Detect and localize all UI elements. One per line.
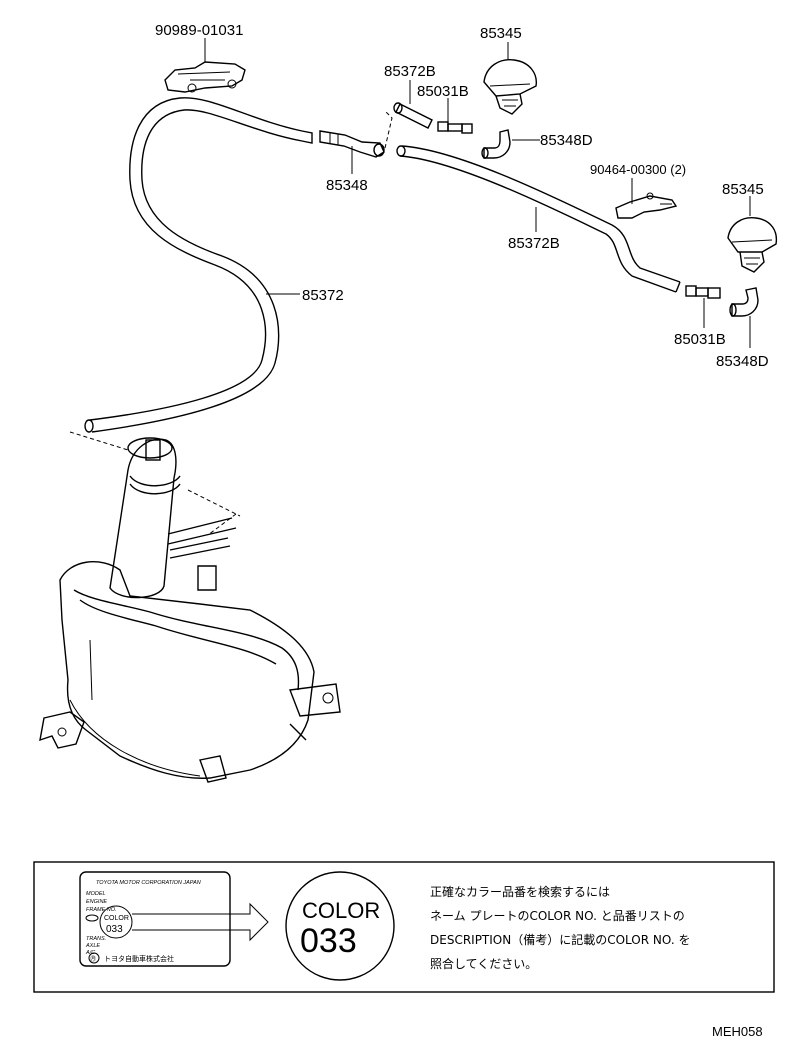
joint-bottom xyxy=(685,285,721,328)
note-line-2: ネーム プレートのCOLOR NO. と品番リストの xyxy=(430,909,685,923)
label-clamp-top: 90989-01031 xyxy=(155,22,243,39)
long-hose xyxy=(396,145,681,293)
elbow-top xyxy=(481,129,511,159)
elbow-bottom xyxy=(729,287,759,348)
plate-logo: ㊊ xyxy=(90,955,96,963)
plate-footer: トヨタ自動車株式会社 xyxy=(104,954,174,963)
color-circle: COLOR 033 xyxy=(285,871,395,981)
plate-line-engine: ENGINE xyxy=(86,899,107,905)
plate-side-trans: TRANS. xyxy=(86,936,106,942)
nozzle-right xyxy=(727,196,778,273)
label-hose-b-mid: 85372B xyxy=(508,235,560,252)
plate-color-code: 033 xyxy=(106,924,123,935)
short-hose-top xyxy=(393,102,433,129)
note-line-3: DESCRIPTION（備考）に記載のCOLOR NO. を xyxy=(430,932,690,947)
label-connector: 85348 xyxy=(326,177,368,194)
name-plate: TOYOTA MOTOR CORPORATION JAPAN MODEL ENG… xyxy=(79,871,269,967)
clamp-part xyxy=(164,61,246,93)
nozzle-top xyxy=(483,42,537,115)
label-bracket: 90464-00300 (2) xyxy=(590,162,686,177)
plate-side-axle: AXLE xyxy=(85,943,100,949)
note-line-4: 照合してください。 xyxy=(430,956,537,971)
bracket-part xyxy=(615,192,678,219)
washer-tank xyxy=(39,431,341,783)
plate-line-frame: FRAME NO. xyxy=(86,907,117,913)
connector-part xyxy=(319,130,385,158)
diagram-code: MEH058 xyxy=(712,1024,763,1039)
plate-line-model: MODEL xyxy=(86,891,106,897)
label-elbow-top: 85348D xyxy=(540,132,593,149)
plate-color-word: COLOR xyxy=(104,915,129,922)
circle-color-code: 033 xyxy=(300,922,357,960)
plate-header: TOYOTA MOTOR CORPORATION JAPAN xyxy=(96,880,201,886)
main-hose xyxy=(84,97,313,433)
joint-top xyxy=(437,121,473,134)
plate-side-ac: A/C xyxy=(85,950,95,956)
label-hose-b-top: 85372B xyxy=(384,63,436,80)
label-joint-bottom: 85031B xyxy=(674,331,726,348)
note-line-1: 正確なカラー品番を検索するには xyxy=(430,884,610,899)
label-nozzle-right: 85345 xyxy=(722,181,764,198)
label-hose-main: 85372 xyxy=(302,287,344,304)
label-joint-top: 85031B xyxy=(417,83,469,100)
color-legend-box: TOYOTA MOTOR CORPORATION JAPAN MODEL ENG… xyxy=(33,861,775,993)
circle-color-word: COLOR xyxy=(302,898,380,923)
label-elbow-bottom: 85348D xyxy=(716,353,769,370)
label-nozzle-top: 85345 xyxy=(480,25,522,42)
